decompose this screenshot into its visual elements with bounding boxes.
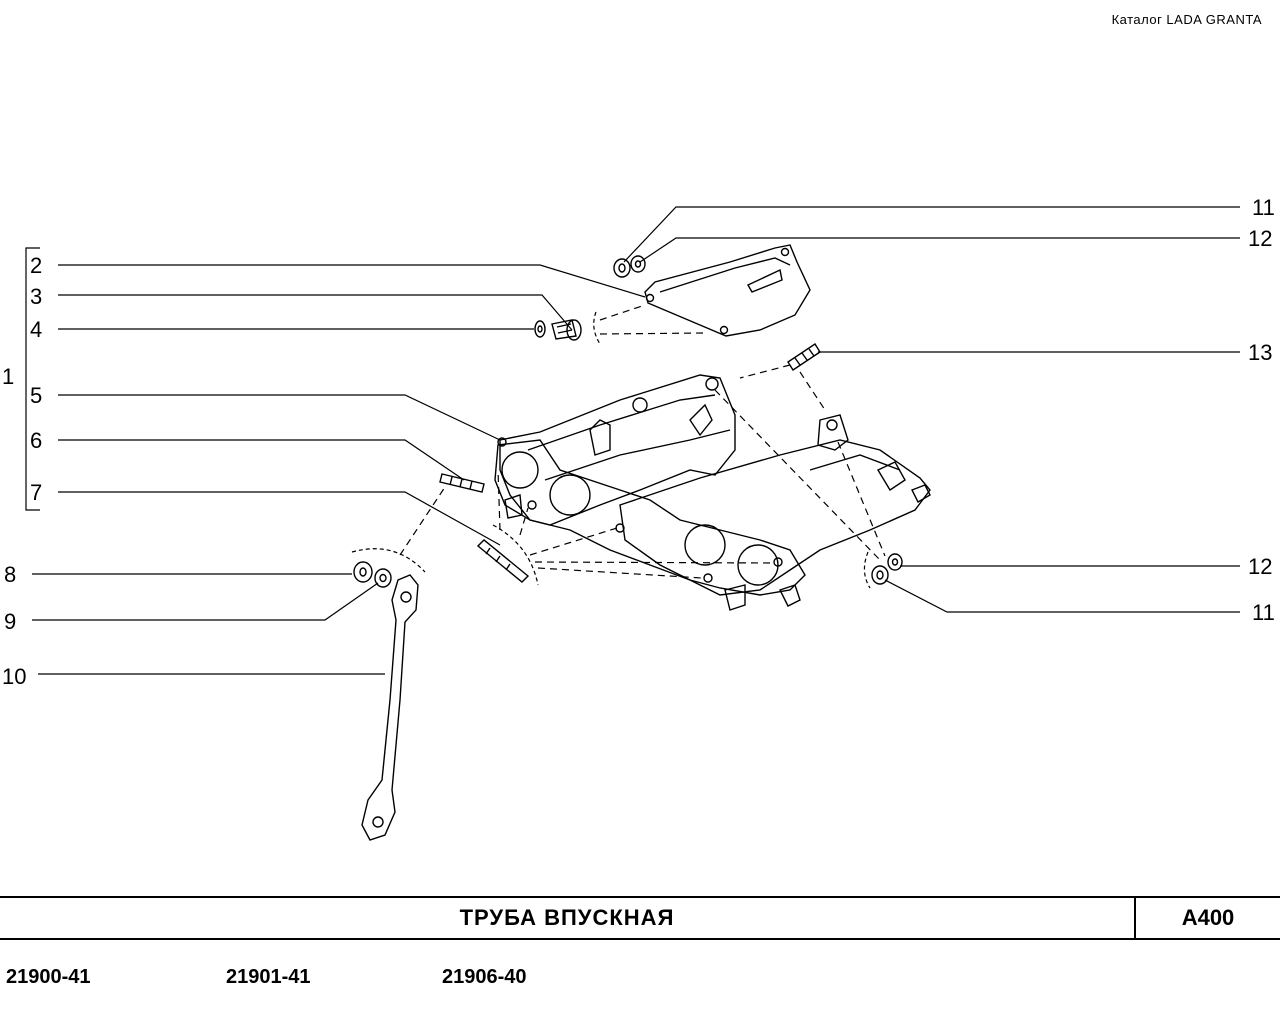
callout-11-top: 11: [1252, 195, 1275, 220]
callout-2: 2: [30, 253, 42, 278]
model-code-3: 21906-40: [442, 966, 527, 988]
nut-top: [613, 258, 631, 278]
heat-shield: [644, 244, 811, 337]
callout-12-top: 12: [1248, 226, 1272, 251]
assembly-arrows: [399, 305, 886, 579]
leader-lines: [32, 206, 1240, 675]
model-code-2: 21901-41: [226, 966, 311, 988]
callout-4: 4: [30, 317, 42, 342]
washer-9: [374, 568, 392, 588]
washer-bottom: [887, 553, 903, 571]
bolt: [551, 319, 582, 341]
page-title: ТРУБА ВПУСКНАЯ: [459, 905, 675, 930]
catalog-label: Каталог LADA GRANTA: [1111, 12, 1262, 27]
intake-manifold: [494, 374, 931, 611]
callout-6: 6: [30, 428, 42, 453]
callout-10: 10: [2, 664, 26, 689]
nut-bottom: [871, 565, 889, 585]
callout-13: 13: [1248, 340, 1272, 365]
callout-9: 9: [4, 609, 16, 634]
washer-top: [630, 255, 646, 273]
stud-6: [439, 473, 485, 493]
dash-arcs: [351, 311, 871, 589]
title-divider: [1134, 898, 1136, 938]
stud-13: [787, 343, 821, 371]
callout-7: 7: [30, 480, 42, 505]
support-bracket: [361, 574, 419, 841]
nut-8: [353, 561, 373, 583]
callout-8: 8: [4, 562, 16, 587]
intake-manifold-diagram: 1 2 3 4 5 6 7 8 9 10 11 12 13 12 11: [2, 195, 1275, 841]
callout-3: 3: [30, 284, 42, 309]
stud-7: [476, 539, 530, 583]
washer: [534, 320, 546, 338]
callout-1: 1: [2, 364, 14, 389]
page-code: А400: [1181, 905, 1235, 930]
callout-5: 5: [30, 383, 42, 408]
callout-11-bottom: 11: [1252, 600, 1275, 625]
group-bracket: [25, 247, 40, 511]
callout-12-bottom: 12: [1248, 554, 1272, 579]
model-code-1: 21900-41: [6, 966, 91, 988]
title-bar: ТРУБА ВПУСКНАЯ А400: [0, 896, 1280, 940]
